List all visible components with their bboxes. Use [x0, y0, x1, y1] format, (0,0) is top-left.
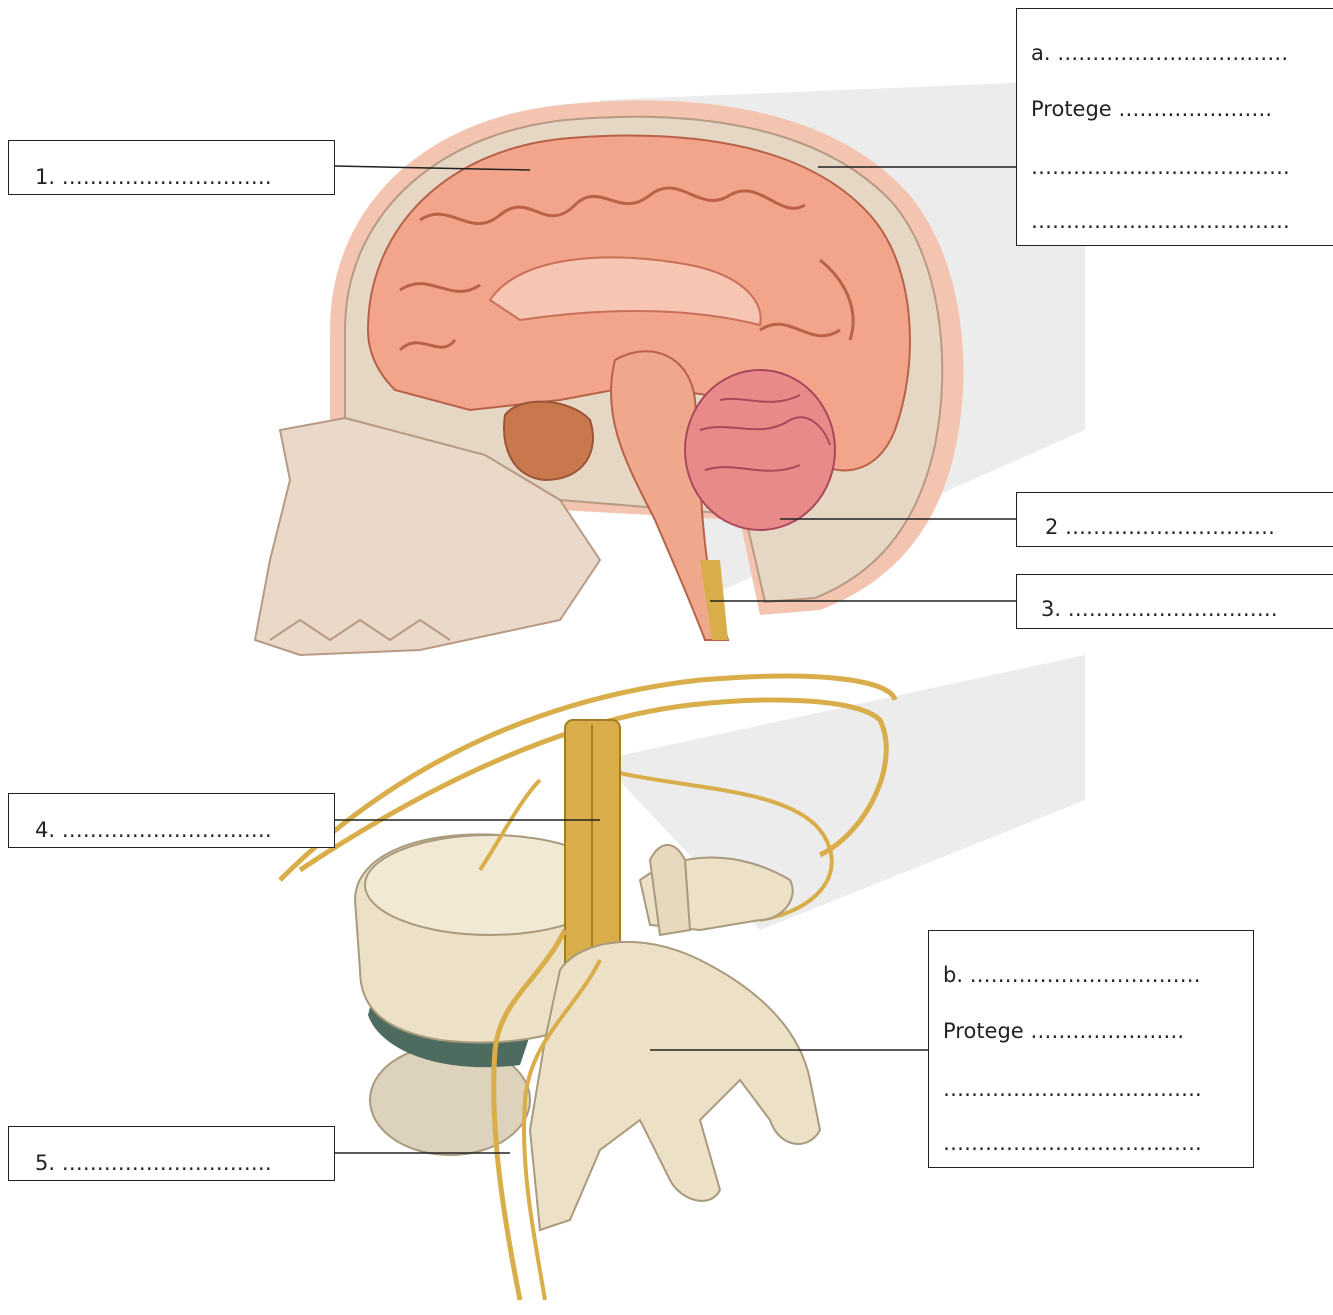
- box-a-line-3: ……………………………….: [1031, 155, 1290, 179]
- label-5-text: 5. …………………………: [35, 1151, 272, 1175]
- label-4-text: 4. …………………………: [35, 818, 272, 842]
- vertebral-arch: [530, 942, 820, 1230]
- box-b-line-4: ……………………………….: [943, 1131, 1202, 1155]
- label-box-a[interactable]: a. …………………………… Protege …………………. ………………………: [1016, 8, 1333, 246]
- label-box-3[interactable]: 3. …………………………: [1016, 574, 1333, 629]
- label-box-2[interactable]: 2 …………………………: [1016, 492, 1333, 547]
- label-box-1[interactable]: 1. …………………………: [8, 140, 335, 195]
- head-section: [255, 100, 963, 655]
- label-1-text: 1. …………………………: [35, 165, 272, 189]
- box-a-line-1: a. ……………………………: [1031, 41, 1288, 65]
- box-a-line-4: ……………………………….: [1031, 209, 1290, 233]
- box-a-line-2: Protege ………………….: [1031, 97, 1272, 121]
- label-box-4[interactable]: 4. …………………………: [8, 793, 335, 848]
- label-box-5[interactable]: 5. …………………………: [8, 1126, 335, 1181]
- label-3-text: 3. …………………………: [1041, 597, 1278, 621]
- box-b-line-2: Protege ………………….: [943, 1019, 1184, 1043]
- box-b-line-1: b. ……………………………: [943, 963, 1201, 987]
- cerebellum: [685, 370, 835, 530]
- box-b-line-3: ……………………………….: [943, 1077, 1202, 1101]
- label-2-text: 2 …………………………: [1045, 515, 1275, 539]
- label-box-b[interactable]: b. …………………………… Protege …………………. ………………………: [928, 930, 1254, 1168]
- temporal-lobe: [504, 402, 593, 480]
